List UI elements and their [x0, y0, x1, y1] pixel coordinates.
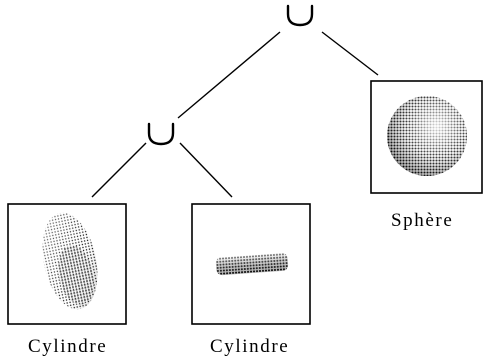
cylinder-horizontal-label: Cylindre — [210, 336, 290, 357]
sphere-label: Sphère — [391, 210, 454, 231]
cylinder-horizontal-leaf — [191, 203, 311, 325]
edge-inner-to-cylinder-vertical — [91, 142, 147, 198]
union-icon — [147, 122, 175, 146]
sphere-shape — [387, 96, 467, 176]
edge-root-to-sphere — [321, 31, 379, 76]
union-icon — [286, 4, 314, 27]
sphere-leaf — [370, 80, 483, 194]
cylinder-vertical-leaf — [7, 203, 127, 325]
cylinder-vertical-label: Cylindre — [28, 336, 108, 357]
cylinder-vertical-shape — [42, 212, 98, 310]
cylinder-horizontal-shape — [215, 252, 289, 276]
edge-inner-to-cylinder-horizontal — [179, 142, 233, 198]
edge-root-to-inner-union — [177, 31, 281, 119]
